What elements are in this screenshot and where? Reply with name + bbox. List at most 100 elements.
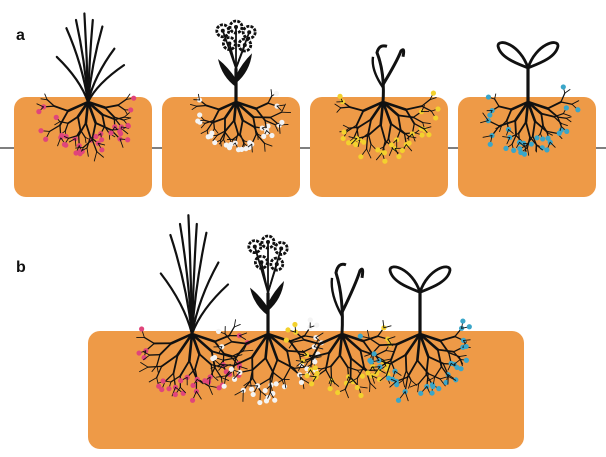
root-nodule-icon [299,380,304,385]
root-nodule-icon [229,367,234,372]
flower-center [275,262,279,266]
root-nodule-icon [564,105,569,110]
root-nodule-icon [341,136,346,141]
root-nodule-icon [419,132,424,137]
root-nodule-icon [282,384,287,389]
root-nodule-icon [160,378,165,383]
flower-plant-icon [217,21,255,102]
root-nodule-icon [435,106,440,111]
curled-leaf [342,269,363,312]
root-nodule-icon [575,107,580,112]
root-nodule-icon [365,370,370,375]
root-nodule-icon [228,142,233,147]
flower-center [279,246,283,250]
root-nodule-icon [522,152,527,157]
root-nodule-icon [314,322,319,327]
flower-leaf [250,288,268,316]
root-nodule-icon [125,123,130,128]
root-nodule-icon [433,115,438,120]
root-nodule-icon [249,387,254,392]
root-nodule-icon [285,327,290,332]
root-nodule-icon [540,136,545,141]
root-nodule-icon [389,142,394,147]
root-nodule-icon [43,137,48,142]
root-nodule-icon [313,365,318,370]
root-nodule-icon [358,393,363,398]
seedling-leaf [420,267,450,292]
flower-center [243,43,247,47]
root-nodule-icon [304,373,309,378]
root-nodule-icon [159,387,164,392]
root-nodule-icon [131,96,136,101]
flower-plant-icon [249,236,287,334]
root-nodule-icon [372,351,377,356]
curled-leaf [383,50,404,85]
root-nodule-icon [407,141,412,146]
root-nodule-icon [335,390,340,395]
root-nodule-icon [269,133,274,138]
root-branch [565,90,570,94]
root-nodule-icon [178,378,183,383]
root-nodule-icon [460,318,465,323]
root-nodule-icon [430,384,435,389]
root-nodule-icon [62,142,67,147]
root-nodule-icon [78,151,83,156]
root-nodule-icon [382,150,387,155]
grass-plant-icon [161,215,228,334]
root-nodule-icon [292,322,297,327]
seedling-leaf [390,267,420,292]
root-nodule-icon [337,94,342,99]
root-nodule-icon [93,134,98,139]
root-nodule-icon [486,94,491,99]
root-nodule-icon [279,120,284,125]
root-nodule-icon [487,113,492,118]
root-nodule-icon [464,344,469,349]
root-nodule-icon [369,359,374,364]
grass-plant-icon [57,13,124,102]
panel-b: b [16,215,524,449]
root-branch [464,340,471,341]
flower-center [253,245,257,249]
root-nodule-icon [382,159,387,164]
root-nodule-icon [346,140,351,145]
root-nodule-icon [386,375,391,380]
root-nodule-icon [139,326,144,331]
root-branch [252,144,253,152]
root-nodule-icon [261,134,266,139]
root-nodule-icon [202,378,207,383]
root-branch [380,344,397,345]
root-nodule-icon [561,84,566,89]
root-nodule-icon [136,350,141,355]
root-nodule-icon [358,154,363,159]
root-nodule-icon [36,109,41,114]
root-branch [271,90,272,96]
root-nodule-icon [99,147,104,152]
root-nodule-icon [181,391,186,396]
seedling-plant-icon [498,43,558,102]
root-nodule-icon [274,91,279,96]
root-branch [220,365,234,366]
root-nodule-icon [341,129,346,134]
curled-leaf-plant-icon [373,46,404,102]
root-nodule-icon [429,390,434,395]
root-nodule-icon [208,133,213,138]
curled-leaf-plant-icon [332,264,363,334]
root-nodule-icon [257,400,262,405]
root-branch [287,351,303,352]
root-nodule-icon [59,133,64,138]
root-nodule-icon [396,154,401,159]
root-branch [515,121,516,136]
root-nodule-icon [274,381,279,386]
root-nodule-icon [534,135,539,140]
root-nodule-icon [222,384,227,389]
root-branch [197,106,206,107]
root-nodule-icon [360,374,365,379]
root-branch [341,107,350,108]
root-nodule-icon [128,107,133,112]
root-nodule-icon [564,129,569,134]
seedling-leaf [528,43,558,68]
root-branch [349,127,358,128]
root-nodule-icon [263,388,268,393]
flower-center [227,42,231,46]
root-nodule-icon [210,356,215,361]
